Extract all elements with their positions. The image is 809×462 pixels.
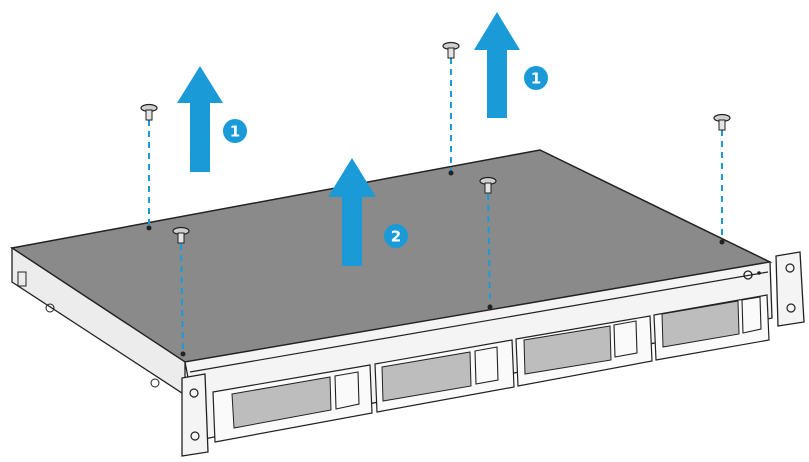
drive-tray-latch <box>741 296 762 334</box>
drive-tray[interactable] <box>653 294 770 361</box>
step-badges: 1 1 2 <box>223 66 548 248</box>
power-button-icon[interactable] <box>743 270 753 280</box>
drive-tray-latch <box>613 320 638 358</box>
drive-bays <box>212 294 770 443</box>
rack-ear-icon <box>181 373 209 457</box>
screw-icon[interactable] <box>172 226 190 244</box>
drive-tray-latch <box>334 371 360 410</box>
drive-tray-vent <box>231 376 332 429</box>
lift-arrows <box>177 12 520 266</box>
step-badge-label: 2 <box>391 228 401 246</box>
step-badge-icon: 1 <box>524 66 548 90</box>
drive-tray-vent <box>381 351 472 402</box>
up-arrow-icon <box>177 66 223 172</box>
side-screw <box>150 378 160 388</box>
rack-ear-left <box>17 271 209 457</box>
drive-tray-vent <box>661 300 740 348</box>
drive-tray[interactable] <box>374 339 515 413</box>
screw-icon[interactable] <box>442 41 460 59</box>
screws <box>140 41 731 244</box>
screw-icon[interactable] <box>713 113 731 131</box>
drive-tray-latch <box>474 346 499 385</box>
up-arrow-icon <box>328 158 376 266</box>
side-vent <box>17 271 27 287</box>
rack-ear-hole <box>190 431 200 441</box>
drive-tray[interactable] <box>212 364 373 443</box>
step-badge-icon: 2 <box>384 224 408 248</box>
rack-ear-right <box>775 251 805 327</box>
rack-ear-hole <box>786 303 796 313</box>
screw-icon[interactable] <box>479 176 497 194</box>
screw-guide <box>180 243 184 353</box>
status-led <box>757 271 761 275</box>
front-status-panel <box>743 270 761 280</box>
drive-tray-vent <box>523 325 612 375</box>
rack-ear-hole <box>189 388 199 398</box>
lid-screw-holes <box>146 170 725 357</box>
drive-tray[interactable] <box>515 315 653 387</box>
screw-hole <box>487 304 493 310</box>
rack-ear-icon <box>775 251 805 327</box>
screw-hole <box>448 170 454 176</box>
screw-hole <box>719 239 725 245</box>
screw-icon[interactable] <box>140 103 158 121</box>
screw-guides <box>148 58 723 353</box>
rack-ear-hole <box>785 263 795 273</box>
side-screw <box>45 303 55 313</box>
step-badge-icon: 1 <box>223 119 247 143</box>
chassis-front-rim <box>189 271 769 373</box>
step-badge-label: 1 <box>531 70 541 88</box>
up-arrow-icon <box>474 12 520 118</box>
screw-guide <box>487 193 491 306</box>
screw-hole <box>146 225 152 231</box>
step-badge-label: 1 <box>230 123 240 141</box>
screw-hole <box>180 351 186 357</box>
